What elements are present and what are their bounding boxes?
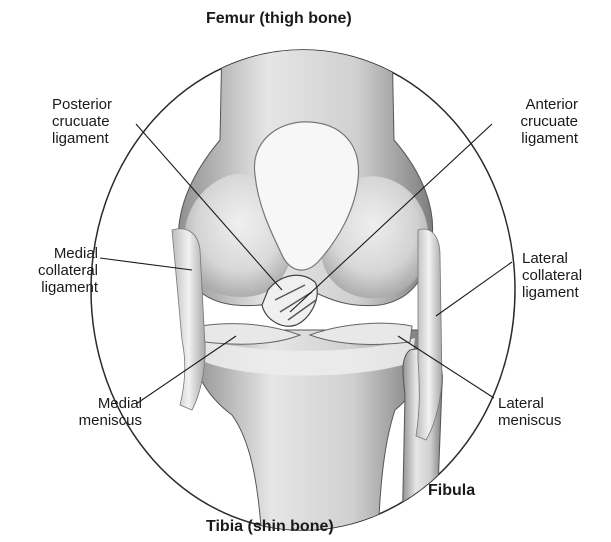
label-posterior-cruciate: Posterior crucuate ligament [52,96,112,147]
lateral-collateral-shape [416,229,442,440]
label-tibia: Tibia (shin bone) [206,518,334,535]
label-medial-collateral: Medial collateral ligament [14,245,98,296]
label-lateral-meniscus: Lateral meniscus [498,395,561,429]
label-lateral-collateral: Lateral collateral ligament [522,250,582,301]
label-medial-meniscus: Medial meniscus [50,395,142,429]
label-fibula: Fibula [428,482,475,499]
label-anterior-cruciate: Anterior crucuate ligament [490,96,578,147]
label-femur: Femur (thigh bone) [206,10,352,27]
